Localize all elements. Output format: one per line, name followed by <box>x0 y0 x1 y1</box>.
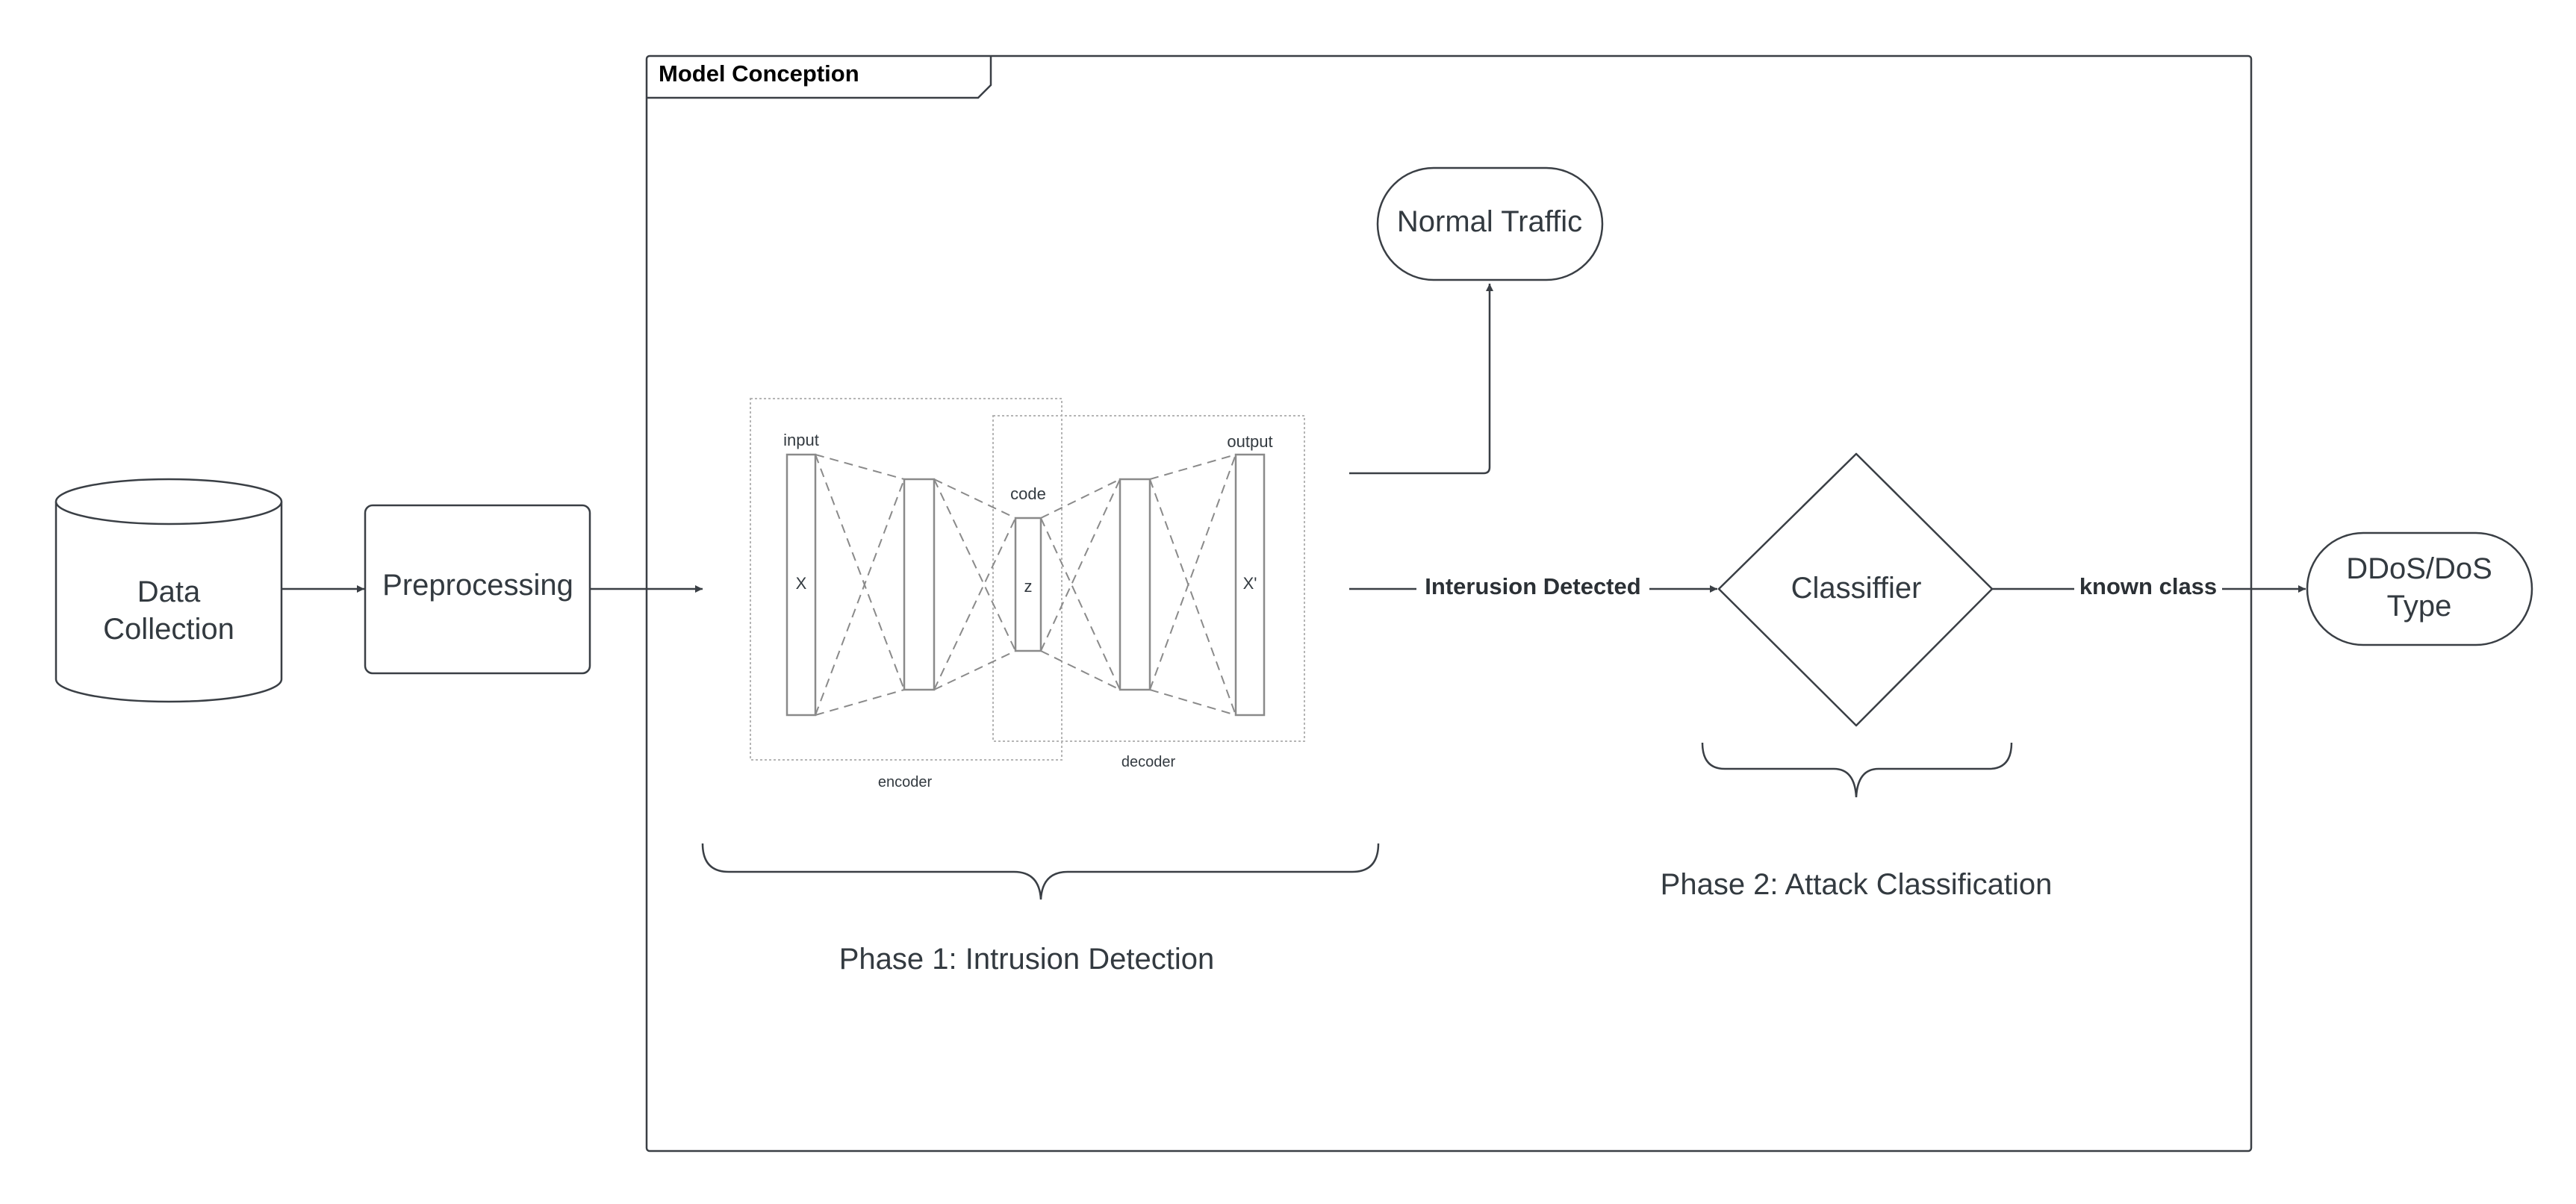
phase1-brace <box>701 843 1380 900</box>
layer-decoder-hidden <box>1119 478 1151 691</box>
phase2-label: Phase 2: Attack Classification <box>1661 868 2053 901</box>
decoder-region <box>992 415 1305 742</box>
layer-code <box>1014 517 1042 652</box>
decoder-label: decoder <box>1121 754 1176 770</box>
layer-input <box>785 453 817 717</box>
phase1-label: Phase 1: Intrusion Detection <box>839 943 1215 976</box>
z-label: z <box>1024 577 1033 596</box>
input-label: input <box>783 431 819 449</box>
ddos-type-node[interactable]: DDoS/DoS Type <box>2306 531 2533 646</box>
known-class-label-bg <box>2074 570 2222 602</box>
encoder-label: encoder <box>878 774 933 790</box>
frame-title: Model Conception <box>659 60 859 87</box>
ddos-type-label-line1: DDoS/DoS <box>2346 552 2492 585</box>
classifier-label: Classiffier <box>1791 572 1922 605</box>
intrusion-detected-label-bg <box>1416 570 1649 602</box>
layer-output <box>1234 453 1266 717</box>
code-label: code <box>1010 484 1046 503</box>
encoder-region <box>750 398 1063 761</box>
preprocessing-label: Preprocessing <box>382 569 573 602</box>
normal-traffic-label: Normal Traffic <box>1397 205 1582 238</box>
data-collection-label-line1: Data <box>137 576 201 608</box>
autoencoder-connections <box>815 454 1236 716</box>
output-label: output <box>1227 432 1272 451</box>
normal-traffic-node[interactable]: Normal Traffic <box>1376 166 1604 281</box>
ddos-type-label-line2: Type <box>2387 590 2452 623</box>
phase2-brace <box>1701 742 2013 798</box>
model-conception-frame: Model Conception <box>645 54 2253 1152</box>
intrusion-detected-label: Interusion Detected <box>1425 573 1640 599</box>
edge-autoencoder-normal-traffic <box>1349 284 1493 475</box>
x-label: X <box>796 574 807 593</box>
data-collection-node[interactable]: Data Collection <box>55 478 283 703</box>
preprocessing-node[interactable]: Preprocessing <box>364 504 591 675</box>
data-collection-label-line2: Collection <box>103 613 234 646</box>
layer-encoder-hidden <box>903 478 936 691</box>
autoencoder-figure: input output code X X' z encoder decoder <box>750 398 1305 790</box>
x-prime-label: X' <box>1243 574 1257 593</box>
known-class-label: known class <box>2079 573 2217 599</box>
classifier-node[interactable]: Classiffier <box>1717 452 1994 727</box>
